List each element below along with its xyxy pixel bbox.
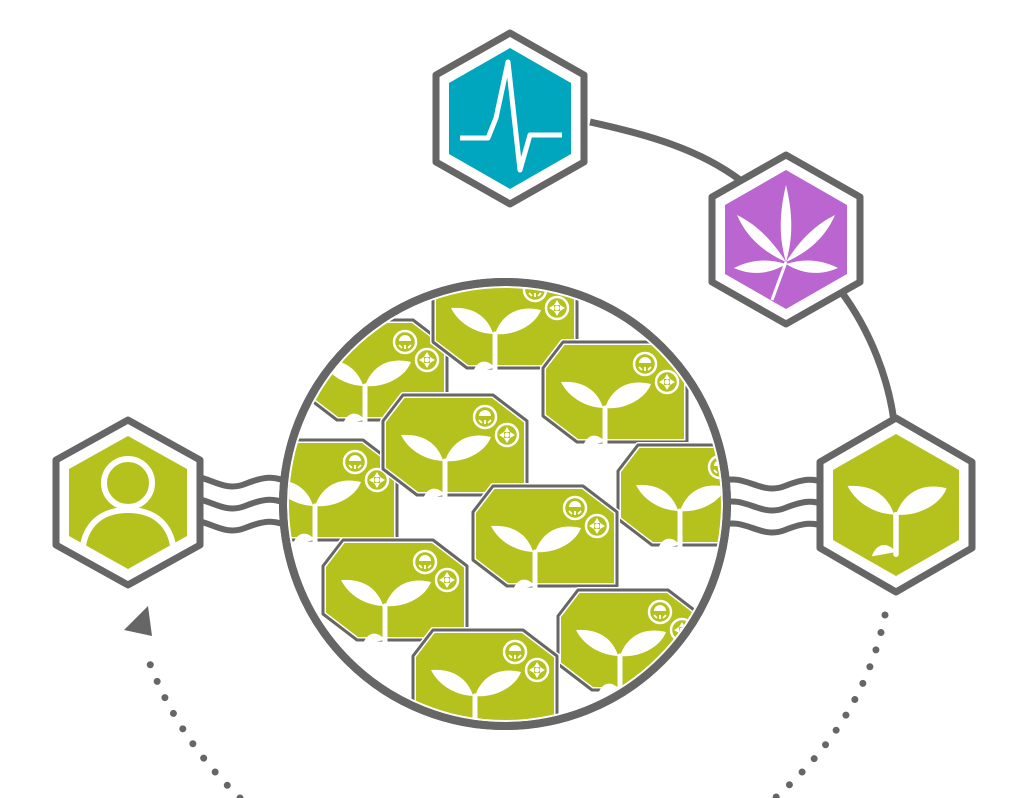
cluster-cell	[473, 486, 617, 590]
solid-arc-connector	[589, 118, 743, 183]
plant-cluster	[253, 278, 762, 730]
dotted-loop-right	[771, 611, 889, 798]
cannabis-node	[708, 151, 864, 328]
heartbeat-node	[432, 29, 588, 208]
loop-arrowhead	[124, 606, 152, 636]
heartbeat-icon	[460, 59, 562, 173]
wavy-connector-right	[718, 476, 833, 536]
cannabis-leaf-icon	[734, 185, 838, 301]
cluster-cell	[618, 445, 762, 549]
solid-arc-connector-lower	[837, 287, 899, 431]
user-icon	[80, 456, 176, 546]
user-node	[52, 416, 204, 589]
cluster-cell	[253, 440, 397, 544]
dotted-loop-left	[141, 646, 244, 798]
seedling-node	[816, 414, 976, 596]
